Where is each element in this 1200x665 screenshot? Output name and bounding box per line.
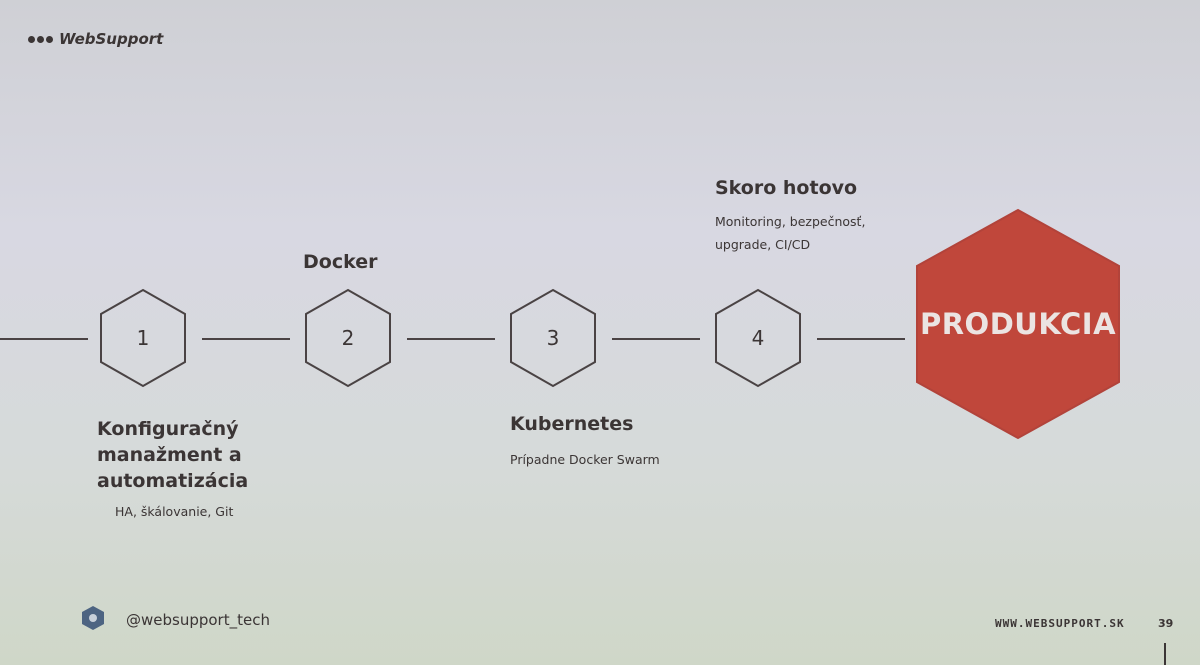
connector-line — [407, 338, 495, 340]
step-2-title: Docker — [303, 251, 378, 273]
step-2-number: 2 — [341, 326, 355, 350]
step-1-subtitle: HA, škálovanie, Git — [115, 504, 234, 519]
step-4-hexagon: 4 — [713, 288, 803, 388]
produkcia-hexagon: PRODUKCIA — [915, 208, 1121, 440]
social-handle: @websupport_tech — [80, 605, 270, 635]
page-divider — [1164, 643, 1166, 665]
step-4-title: Skoro hotovo — [715, 177, 858, 199]
connector-line — [202, 338, 290, 340]
step-4-subtitle: Monitoring, bezpečnosť, upgrade, CI/CD — [715, 214, 866, 252]
social-handle-text: @websupport_tech — [126, 611, 270, 629]
step-4-number: 4 — [751, 326, 765, 350]
step-3-hexagon: 3 — [508, 288, 598, 388]
step-3-subtitle: Prípadne Docker Swarm — [510, 452, 660, 467]
page-number: 39 — [1158, 617, 1174, 630]
step-1-hexagon: 1 — [98, 288, 188, 388]
footer-url: WWW.WEBSUPPORT.SK — [995, 617, 1125, 630]
logo-mark-icon — [28, 35, 53, 43]
connector-line — [0, 338, 88, 340]
step-1-number: 1 — [136, 326, 150, 350]
logo-text: WebSupport — [59, 30, 164, 48]
websupport-logo: WebSupport — [28, 30, 163, 48]
produkcia-label: PRODUKCIA — [919, 307, 1117, 341]
step-1-title: Konfiguračný manažment a automatizácia — [97, 418, 249, 492]
step-3-title: Kubernetes — [510, 413, 634, 435]
step-2-hexagon: 2 — [303, 288, 393, 388]
connector-line — [817, 338, 905, 340]
connector-line — [612, 338, 700, 340]
step-3-number: 3 — [546, 326, 560, 350]
websupport-badge-icon — [80, 605, 106, 635]
